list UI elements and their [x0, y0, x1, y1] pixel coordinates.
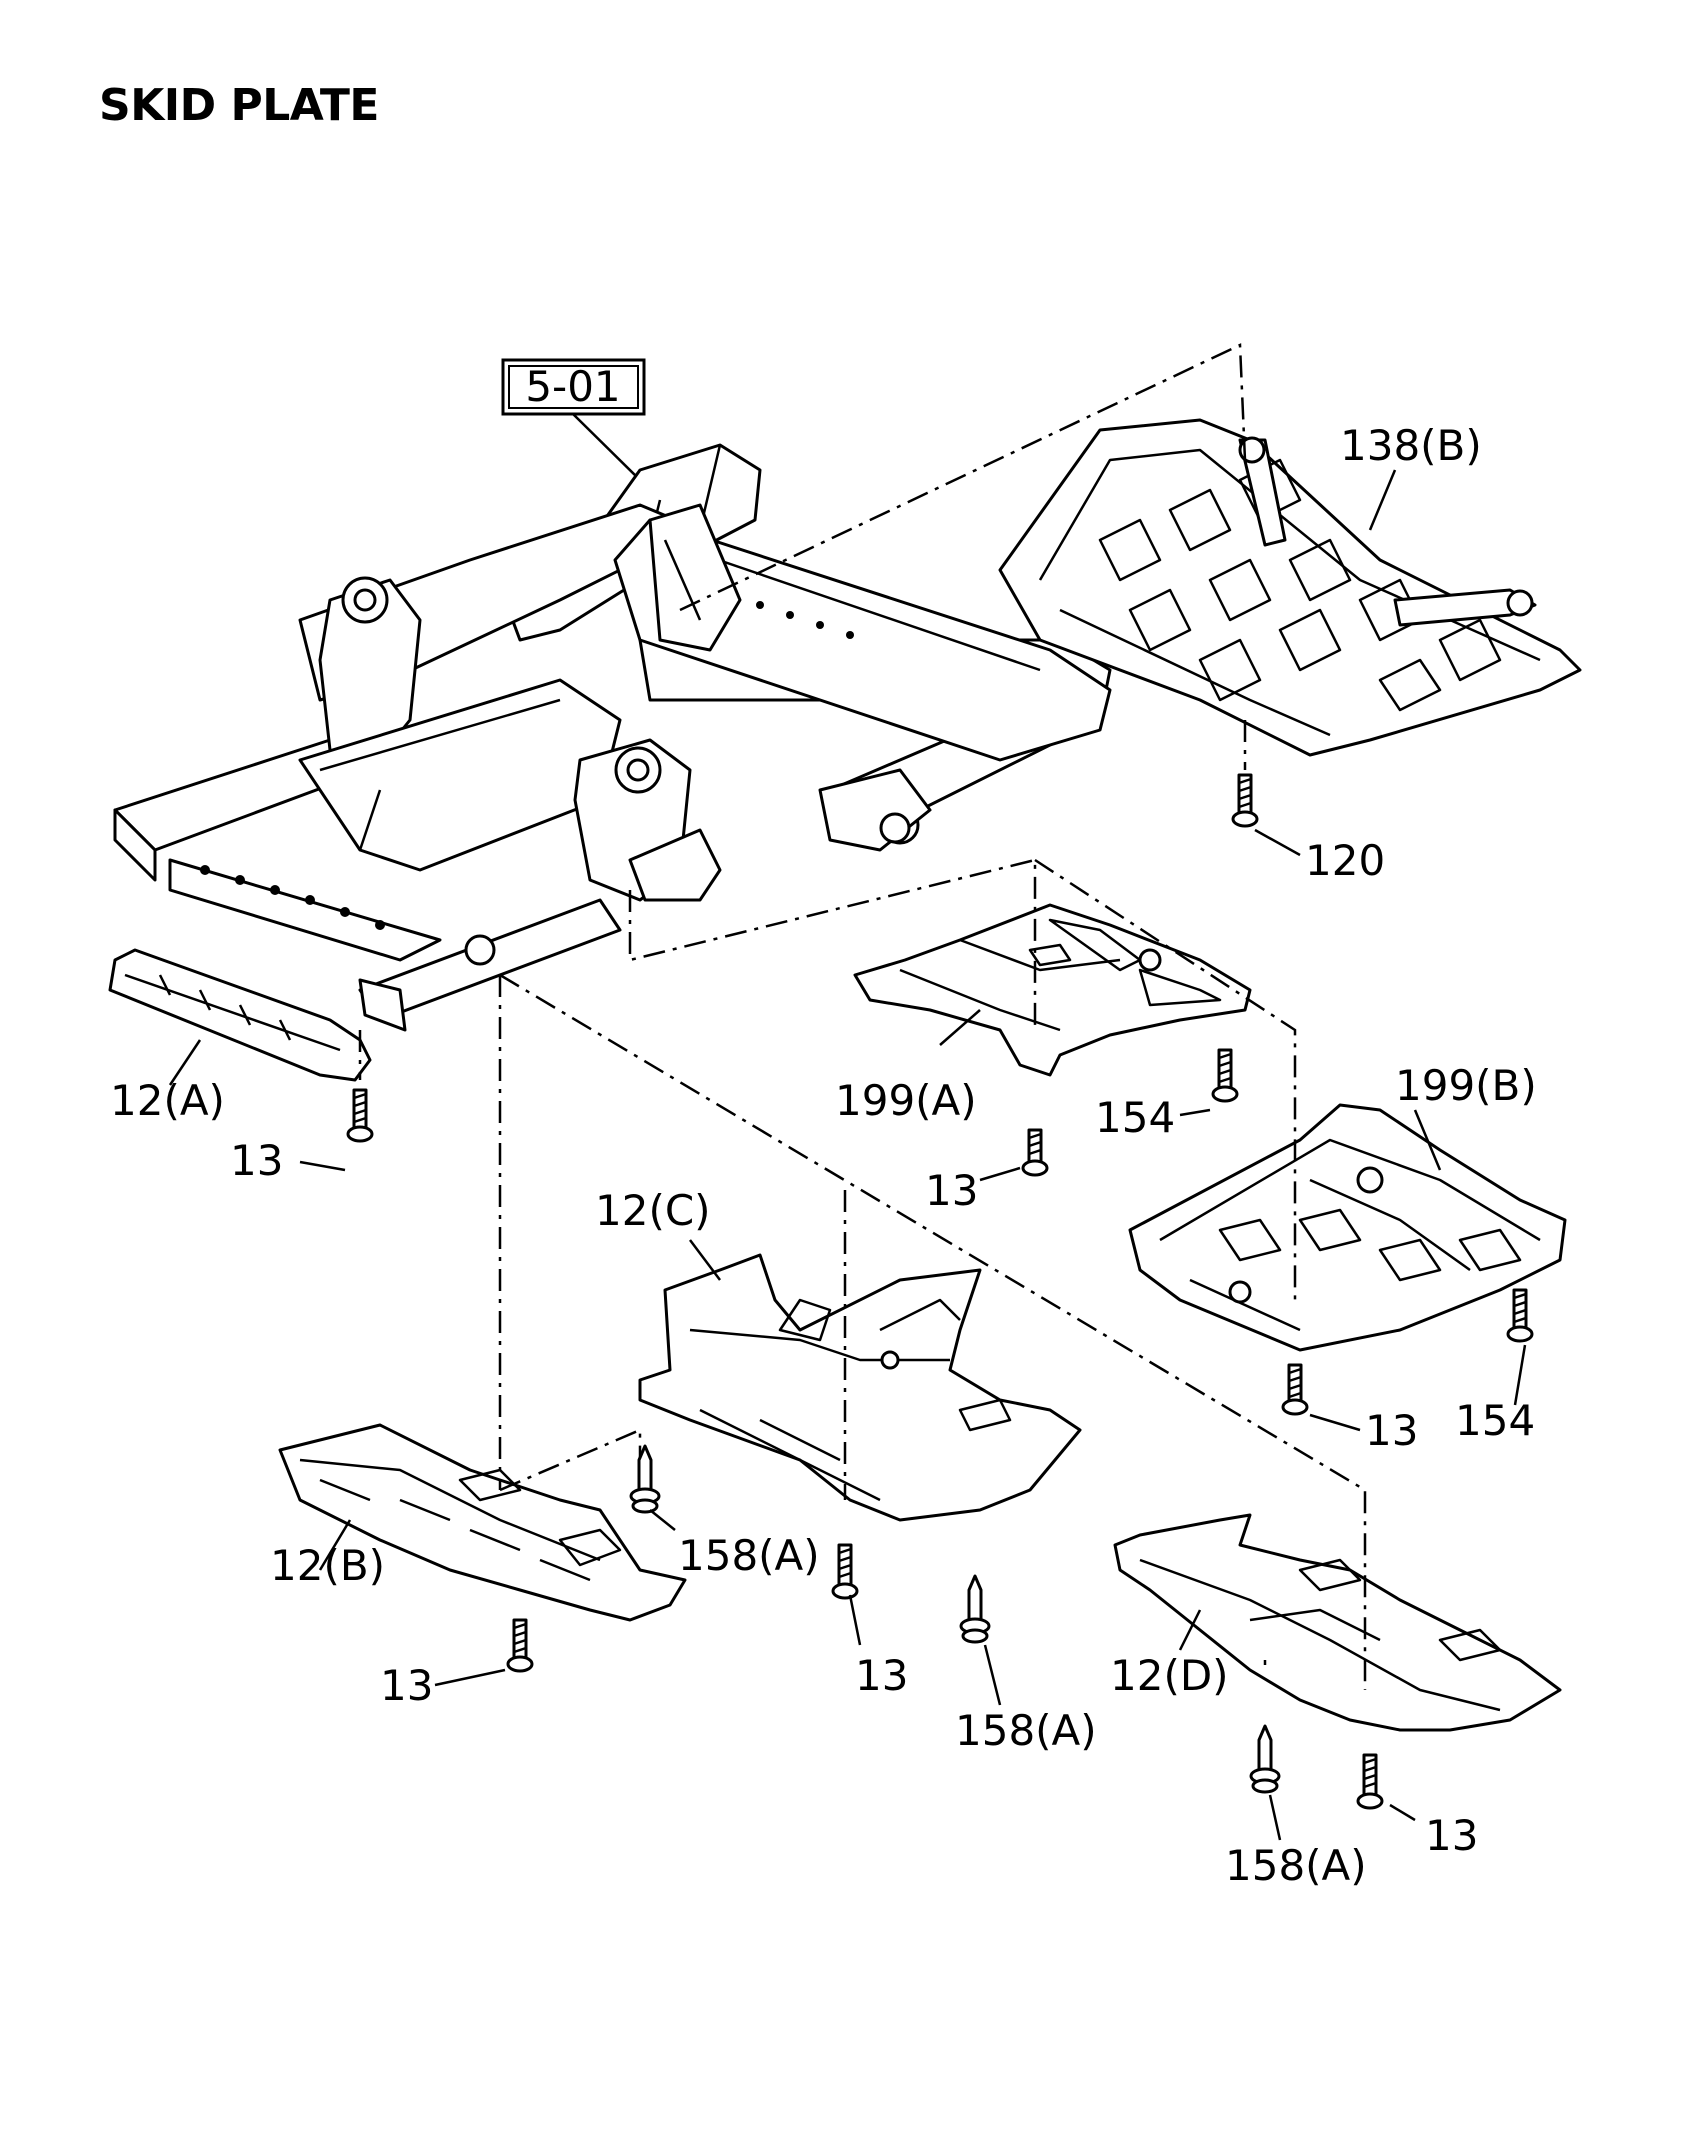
label-13-c: 13: [1365, 1406, 1418, 1455]
label-12b: 12(B): [270, 1541, 385, 1590]
label-13-a: 13: [230, 1136, 283, 1185]
callouts: 138(B) 120 12(A) 13 199(A) 154 13 199(B)…: [110, 421, 1537, 1890]
label-12a: 12(A): [110, 1076, 225, 1125]
label-158a-1: 158(A): [678, 1531, 820, 1580]
clip-158a-1: [629, 1444, 661, 1514]
frame-reference-label: 5-01: [525, 362, 620, 411]
leader-lines: [168, 469, 1527, 1841]
bolt-13-c: [1281, 1363, 1309, 1416]
bolt-13-e: [506, 1618, 534, 1673]
label-158a-2: 158(A): [955, 1706, 1097, 1755]
bolt-13-d: [831, 1543, 859, 1600]
label-158a-3: 158(A): [1225, 1841, 1367, 1890]
skid-plate-12c[interactable]: [638, 1253, 1082, 1522]
alignment-lines: [358, 343, 1367, 1690]
frame-reference-callout[interactable]: 5-01: [501, 358, 646, 481]
skid-plate-12a[interactable]: [108, 948, 372, 1082]
label-13-d: 13: [855, 1651, 908, 1700]
label-12d: 12(D): [1110, 1651, 1229, 1700]
label-199a: 199(A): [835, 1076, 977, 1125]
skid-plate-12d[interactable]: [1113, 1513, 1562, 1732]
bolt-13-b: [1021, 1128, 1049, 1177]
label-13-b: 13: [925, 1166, 978, 1215]
skid-plate-12b[interactable]: [278, 1423, 687, 1622]
bolt-154-b: [1506, 1288, 1534, 1343]
label-199b: 199(B): [1395, 1061, 1537, 1110]
bolt-154-a: [1211, 1048, 1239, 1103]
label-13-e: 13: [380, 1661, 433, 1710]
chassis-frame: [113, 443, 1112, 1032]
bolt-120: [1231, 773, 1259, 828]
push-clips: [629, 1444, 1281, 1794]
skid-plate-138b[interactable]: [998, 418, 1582, 757]
clip-158a-3: [1249, 1724, 1281, 1794]
page-title: SKID PLATE: [99, 80, 380, 131]
bolt-13-f: [1356, 1753, 1384, 1810]
skid-plate-199b[interactable]: [1128, 1103, 1567, 1352]
label-154-a: 154: [1095, 1093, 1175, 1142]
label-13-f: 13: [1425, 1811, 1478, 1860]
label-138b: 138(B): [1340, 421, 1482, 470]
label-120: 120: [1305, 836, 1385, 885]
clip-158a-2: [959, 1574, 991, 1644]
label-12c: 12(C): [595, 1186, 711, 1235]
label-154-b: 154: [1455, 1396, 1535, 1445]
bolts: [346, 773, 1534, 1810]
skid-plate-199a[interactable]: [853, 903, 1252, 1077]
bolt-13-a: [346, 1088, 374, 1143]
